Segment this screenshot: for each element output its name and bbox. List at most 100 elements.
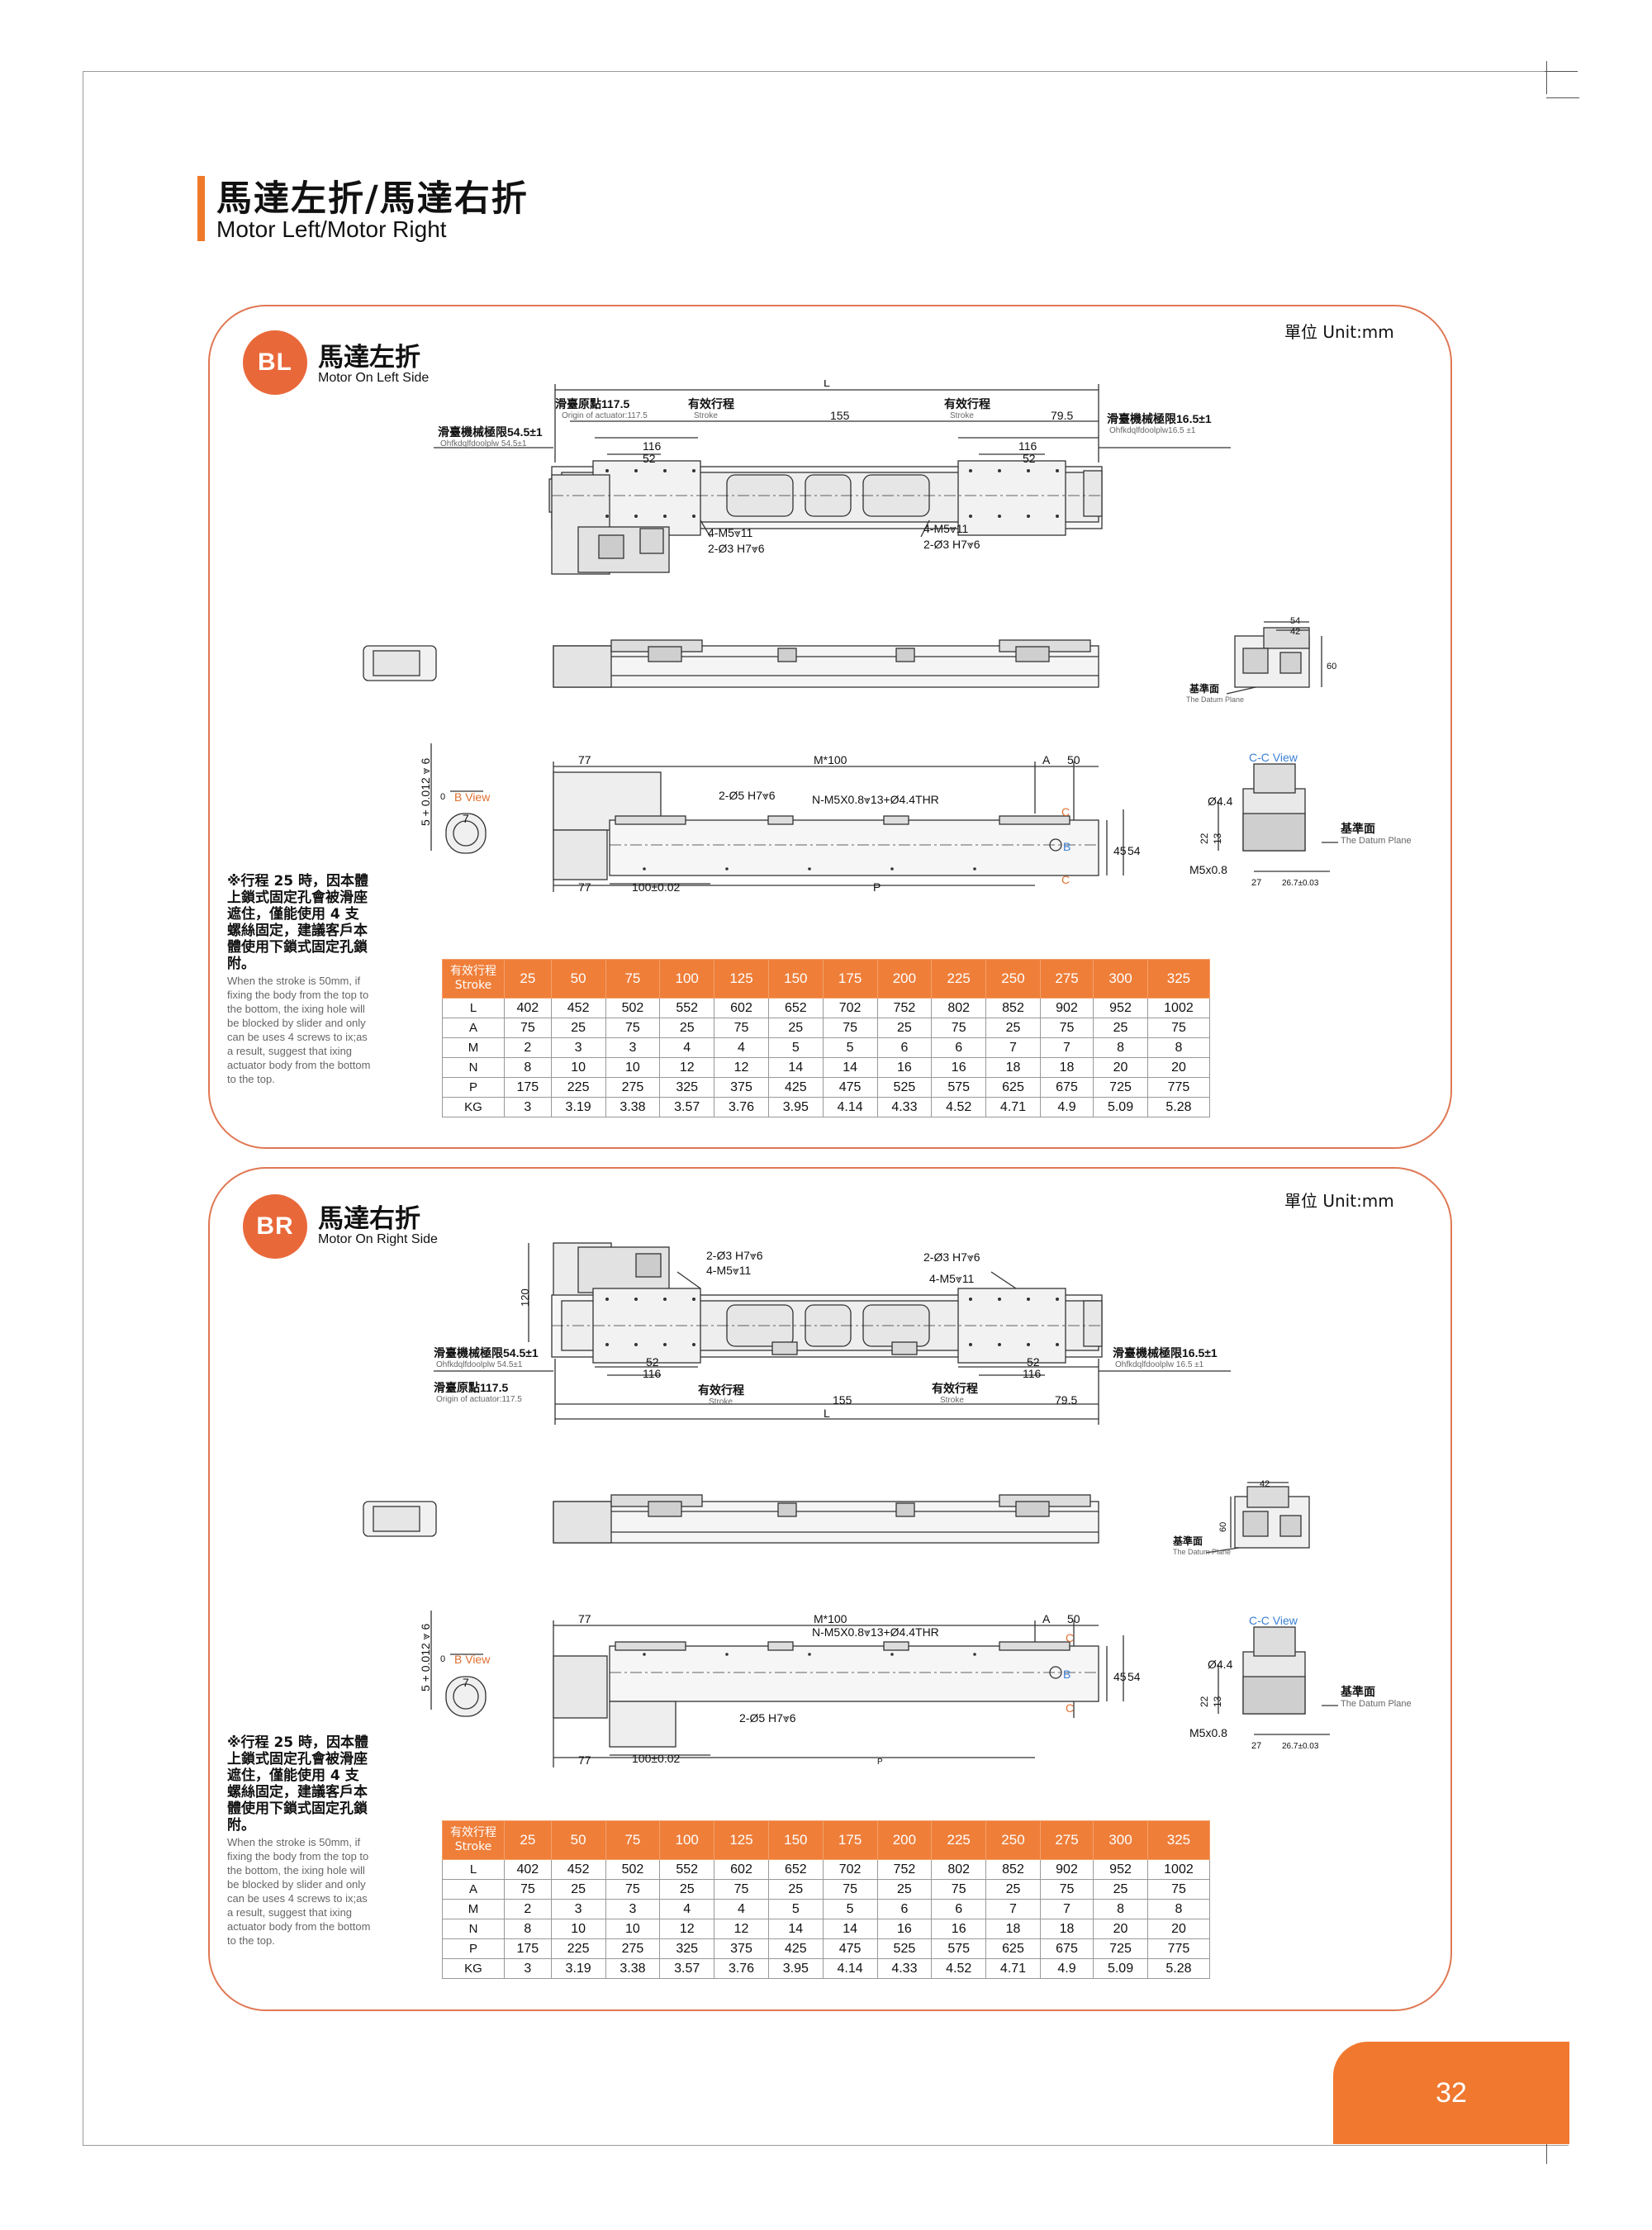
table-cell: 75	[714, 1879, 769, 1900]
table-cell: 1002	[1146, 1859, 1211, 1880]
table-cell: 3.38	[605, 1097, 661, 1117]
table-cell: 3.57	[659, 1097, 715, 1117]
stroke-label-en: Stroke	[950, 411, 974, 420]
table-cell: 5	[822, 1899, 878, 1919]
dim-116: 116	[643, 439, 662, 453]
stroke-header-zh: 有效行程	[450, 965, 496, 978]
stroke-header-en: Stroke	[454, 1840, 492, 1853]
dim-13: 13	[1212, 1696, 1223, 1707]
stroke-label-en: Stroke	[940, 1396, 964, 1405]
row-label: L	[442, 1859, 505, 1880]
table-cell: 6	[931, 1899, 987, 1919]
table-cell: 14	[767, 1919, 824, 1939]
table-cell: 802	[931, 998, 987, 1018]
table-cell: 75	[931, 1018, 987, 1038]
dim-54: 54	[1290, 616, 1300, 626]
table-cell: 75	[1146, 1879, 1211, 1900]
table-cell: 16	[876, 1919, 933, 1939]
column-header: 250	[985, 959, 1041, 999]
tolerance-label: 5 + 0.012 ⩔ 6	[419, 1624, 432, 1691]
table-cell: 6	[931, 1037, 987, 1058]
datum-label: 基準面	[1341, 822, 1375, 835]
m5x08-label: M5x0.8	[1189, 1726, 1227, 1739]
table-cell: 575	[931, 1077, 987, 1098]
dim-26-7: 26.7±0.03	[1282, 1742, 1319, 1751]
mech-limit-left-en: Ohfkdqlfdoolplw 54.5±1	[436, 1360, 523, 1369]
table-cell: 25	[1093, 1018, 1148, 1038]
dim-116: 116	[1018, 439, 1037, 453]
mark-b: B	[1063, 1668, 1070, 1681]
table-cell: 18	[1039, 1919, 1094, 1939]
table-cell: 5.09	[1093, 1958, 1148, 1979]
column-header: 250	[985, 1820, 1041, 1860]
dim-27: 27	[1251, 878, 1261, 888]
dim-42: 42	[1290, 627, 1300, 637]
table-cell: 952	[1093, 998, 1148, 1018]
crop-mark	[1546, 2131, 1547, 2164]
column-header: 50	[550, 959, 606, 999]
crop-mark	[1545, 71, 1578, 72]
table-cell: 652	[767, 1859, 824, 1880]
table-cell: 25	[1093, 1879, 1148, 1900]
table-cell: 20	[1093, 1057, 1148, 1078]
table-cell: 25	[659, 1018, 715, 1038]
column-header: 25	[504, 1820, 552, 1860]
table-cell: 75	[504, 1879, 552, 1900]
datum-label-en: The Datum Plane	[1173, 1548, 1231, 1556]
table-cell: 14	[822, 1919, 878, 1939]
mech-limit-right: 滑臺機械極限16.5±1	[1107, 412, 1212, 425]
row-label: M	[442, 1037, 505, 1058]
row-label: KG	[442, 1097, 505, 1117]
dim-50: 50	[1067, 1612, 1080, 1625]
table-cell: 75	[605, 1879, 661, 1900]
row-label: A	[442, 1879, 505, 1900]
table-cell: 8	[504, 1057, 552, 1078]
hole-o3: 2-Ø3 H7⩔6	[708, 542, 765, 555]
table-cell: 25	[985, 1879, 1041, 1900]
table-cell: 452	[550, 1859, 606, 1880]
column-header: 225	[931, 1820, 987, 1860]
table-cell: 702	[822, 998, 878, 1018]
table-cell: 475	[822, 1077, 878, 1098]
table-cell: 4.9	[1039, 1958, 1094, 1979]
table-cell: 18	[985, 1057, 1041, 1078]
column-header: 125	[714, 959, 769, 999]
table-cell: 3.95	[767, 1958, 824, 1979]
table-cell: 702	[822, 1859, 878, 1880]
technical-drawing-bl: L 滑臺原點117.5 Origin of actuator:117.5 有效行…	[363, 380, 1412, 892]
table-cell: 7	[1039, 1899, 1094, 1919]
table-cell: 14	[822, 1057, 878, 1078]
mark-c: C	[1061, 805, 1070, 818]
dim-77: 77	[578, 880, 591, 892]
dim-L: L	[824, 1407, 830, 1420]
row-label: P	[442, 1077, 505, 1098]
dim-100: 100±0.02	[632, 880, 681, 892]
column-header: 300	[1093, 959, 1148, 999]
stroke-note: ※行程 25 時，因本體上鎖式固定孔會被滑座遮住，僅能使用 4 支螺絲固定，建議…	[227, 873, 372, 1086]
dim-155: 155	[830, 409, 850, 422]
mark-b: B	[1063, 840, 1070, 853]
column-header: 75	[605, 1820, 661, 1860]
dim-100: 100±0.02	[632, 1752, 681, 1765]
b-view-label: B View	[454, 790, 491, 804]
table-cell: 10	[550, 1919, 606, 1939]
table-cell: 175	[504, 1077, 552, 1098]
table-cell: 575	[931, 1938, 987, 1959]
table-cell: 75	[504, 1018, 552, 1038]
table-cell: 10	[550, 1057, 606, 1078]
dim-m100: M*100	[814, 1612, 847, 1625]
table-cell: 3	[605, 1037, 661, 1058]
table-cell: 725	[1093, 1077, 1148, 1098]
table-cell: 552	[659, 1859, 715, 1880]
column-header: 150	[767, 959, 824, 999]
table-cell: 14	[767, 1057, 824, 1078]
thread-label: N-M5X0.8⩔13+Ø4.4THR	[812, 793, 939, 806]
stroke-note-zh: ※行程 25 時，因本體上鎖式固定孔會被滑座遮住，僅能使用 4 支螺絲固定，建議…	[227, 1734, 369, 1834]
table-cell: 5.28	[1146, 1097, 1211, 1117]
origin-label-en: Origin of actuator:117.5	[562, 411, 648, 420]
tolerance-label: 5 + 0.012 ⩔ 6	[419, 758, 432, 826]
dim-54: 54	[1127, 1670, 1141, 1683]
